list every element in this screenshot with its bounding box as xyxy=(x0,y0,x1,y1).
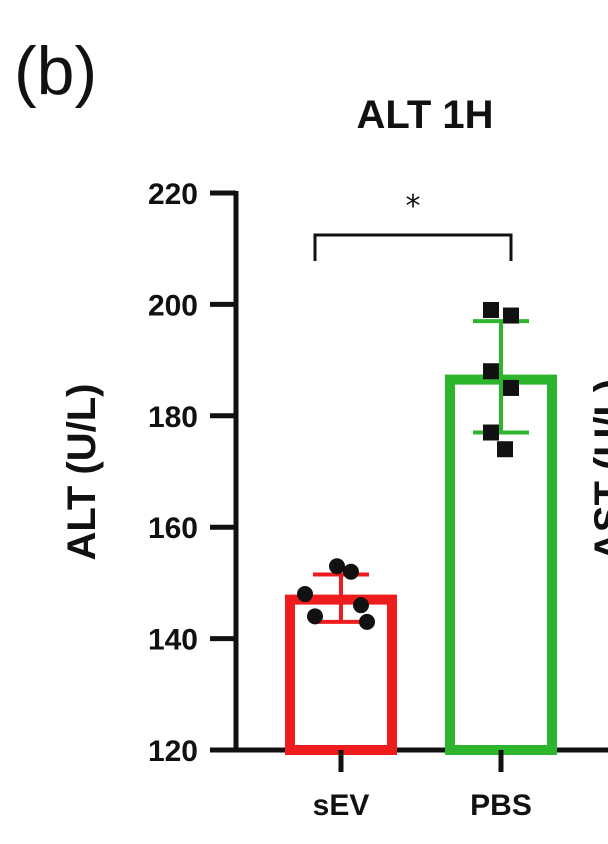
data-point-sev xyxy=(297,586,313,603)
data-point-sev xyxy=(329,558,345,575)
x-tick-label-pbs: PBS xyxy=(470,789,532,822)
y-tick-label: 180 xyxy=(148,401,198,434)
data-point-pbs xyxy=(503,379,519,396)
y-tick-label: 140 xyxy=(148,624,198,657)
chart-title: ALT 1H xyxy=(356,93,493,137)
plot-area: 120 140 160 180 200 220 sEV PBS * xyxy=(148,178,608,822)
data-point-pbs xyxy=(483,424,499,441)
y-tick-label: 220 xyxy=(148,178,198,211)
data-point-sev xyxy=(353,597,369,614)
data-point-sev xyxy=(359,613,375,630)
data-point-pbs xyxy=(503,307,519,324)
bar-pbs xyxy=(445,374,557,755)
data-point-sev xyxy=(307,608,323,625)
data-point-sev xyxy=(343,563,359,580)
y-tick-label: 160 xyxy=(148,512,198,545)
data-point-pbs xyxy=(483,301,499,318)
data-point-pbs xyxy=(483,363,499,380)
y-axis-label: ALT (U/L) xyxy=(60,384,104,561)
y-tick-label: 200 xyxy=(148,289,198,322)
significance-bracket xyxy=(313,233,513,261)
panel-label: (b) xyxy=(14,33,97,109)
significance-label: * xyxy=(406,189,421,224)
neighbor-axis-label-fragment: AST (U/L) xyxy=(587,379,608,561)
x-tick-label-sev: sEV xyxy=(313,789,370,822)
data-point-pbs xyxy=(497,441,513,458)
y-tick-label: 120 xyxy=(148,735,198,768)
